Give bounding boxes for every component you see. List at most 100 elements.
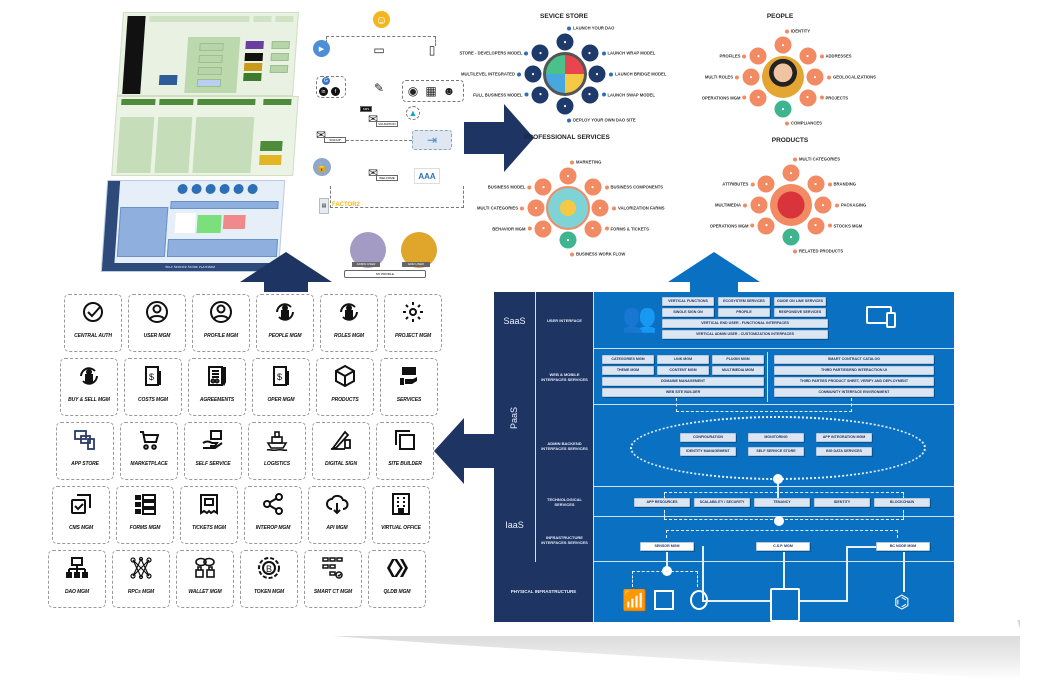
module-tile[interactable]: CMS MGM — [52, 486, 110, 544]
clapper-icon: ● — [750, 196, 768, 214]
infrastructure-row — [494, 517, 954, 562]
module-tile[interactable]: AGREEMENTS — [188, 358, 246, 416]
validation-tag: VALIDATION — [376, 121, 398, 127]
bullet-dot — [785, 29, 789, 33]
fingerprint-icon: ● — [774, 36, 792, 54]
platform-red — [222, 215, 246, 229]
screen-icon: ● — [782, 228, 800, 246]
technological-label: TECHNOLOGICAL SERVICES — [536, 487, 594, 517]
sensor-uplink — [666, 552, 668, 570]
pill: VERTICAL END USER - FUNCTIONAL INTERFACE… — [662, 319, 828, 328]
email-icon: ✉ — [315, 128, 327, 142]
bullet-dot — [612, 206, 616, 210]
list-icon: ● — [527, 199, 545, 217]
bullet-dot — [819, 54, 824, 59]
radial-label: ATTRIBUTES — [722, 182, 755, 187]
form-icon: ● — [584, 220, 601, 238]
module-tile[interactable]: BUY & SELL MGM — [60, 358, 118, 416]
module-tile[interactable]: PROJECT MGM — [384, 294, 442, 352]
module-tile[interactable]: ROLES MGM — [320, 294, 378, 352]
module-tile[interactable]: QLDB MGM — [368, 550, 426, 608]
cloud-download-icon — [309, 487, 365, 521]
users-group-icon: 👥 — [622, 302, 657, 333]
end-user-label: END USER — [402, 262, 430, 267]
bullet-dot — [750, 223, 755, 228]
radial-label: MULTI CATEGORIES — [477, 206, 524, 211]
module-tile[interactable]: RPCs MGM — [112, 550, 170, 608]
module-tile[interactable]: PROFILE MGM — [192, 294, 250, 352]
module-tile[interactable]: $COSTS MGM — [124, 358, 182, 416]
module-tile[interactable]: FORMS MGM — [116, 486, 174, 544]
flow-header — [275, 16, 294, 22]
radial-label: PACKAGING — [835, 203, 866, 208]
flow-column — [192, 117, 255, 173]
pill: IDENTITY MANAGEMENT — [680, 447, 736, 456]
saas-label: SaaS — [494, 292, 536, 349]
module-label: PROFILE MGM — [203, 333, 239, 339]
radial-label-text: GEOLOCALIZATIONS — [833, 74, 876, 80]
fingerprint-icon: ◉ — [407, 84, 419, 98]
qr-code-icon: ▦ — [425, 84, 437, 98]
pill: IDENTITY — [814, 498, 870, 507]
facebook-icon: f — [331, 87, 340, 96]
module-tile[interactable]: SELF SERVICE — [184, 422, 242, 480]
radial-label: PROJECTS — [819, 95, 848, 100]
flow-box — [271, 41, 290, 49]
pill: THIRD PARTIES/END INTERACTION UI — [774, 366, 934, 375]
briefcase-icon: ● — [531, 86, 549, 104]
module-tile[interactable]: SMART CT MGM — [304, 550, 362, 608]
pill: COMMUNITY INTERFACE ENVIRONMENT — [774, 388, 934, 397]
module-label: PRODUCTS — [331, 397, 359, 403]
flow-box-gold — [243, 63, 263, 71]
chip-icon — [654, 590, 674, 610]
module-tile[interactable]: SITE BUILDER — [376, 422, 434, 480]
aaa-icon: AAA — [414, 168, 440, 184]
signature-icon — [313, 423, 369, 457]
svg-text:B: B — [266, 564, 272, 574]
module-tile[interactable]: PRODUCTS — [316, 358, 374, 416]
module-tile[interactable]: APP STORE — [56, 422, 114, 480]
bullet-dot — [520, 206, 524, 210]
user-circle-icon — [193, 295, 249, 329]
module-tile[interactable]: USER MGM — [128, 294, 186, 352]
module-tile[interactable]: INTEROP MGM — [244, 486, 302, 544]
bullet-dot — [750, 182, 755, 187]
infra-junction-dot — [774, 516, 784, 526]
module-tile[interactable]: LOGISTICS — [248, 422, 306, 480]
share-icon — [245, 487, 301, 521]
invoice-icon: $ — [125, 359, 181, 393]
module-tile[interactable]: DAO MGM — [48, 550, 106, 608]
welcome-tag: WELCOME — [376, 175, 398, 181]
box-hub — [770, 184, 812, 226]
pill: APP INTEGRATION MGM — [816, 433, 872, 442]
pie-icon: ● — [807, 217, 824, 235]
radial-label: BUSINESS MODEL — [488, 185, 532, 190]
bullet-dot — [517, 72, 521, 76]
flow-header — [197, 99, 256, 105]
flow-column — [154, 117, 193, 173]
bullet-dot — [743, 203, 747, 207]
user-icon: ☺ — [373, 11, 390, 28]
radial-label-text: MARKETING — [576, 159, 602, 165]
bullet-dot — [524, 51, 529, 56]
module-tile[interactable]: $OPER MGM — [252, 358, 310, 416]
platform-icon — [177, 184, 188, 194]
module-tile[interactable]: SERVICES — [380, 358, 438, 416]
module-tile[interactable]: TICKETS MGM — [180, 486, 238, 544]
module-label: PEOPLE MGM — [268, 333, 302, 339]
module-tile[interactable]: DIGITAL SIGN — [312, 422, 370, 480]
module-tile[interactable]: WALLET MGM — [176, 550, 234, 608]
module-tile[interactable]: API MGM — [308, 486, 366, 544]
blockchain-nodes-icon: ⌬ — [894, 592, 910, 612]
bullet-dot — [827, 75, 831, 79]
module-tile[interactable]: VIRTUAL OFFICE — [372, 486, 430, 544]
behavior-icon: ● — [534, 220, 552, 238]
module-tile[interactable]: CENTRAL AUTH — [64, 294, 122, 352]
radial-label: STOCKS MGM — [827, 223, 862, 228]
module-tile[interactable]: MARKETPLACE — [120, 422, 178, 480]
briefcase-icon: ● — [757, 217, 775, 235]
module-label: APP STORE — [71, 461, 99, 467]
module-tile[interactable]: PEOPLE MGM — [256, 294, 314, 352]
person-avatar-hub — [762, 56, 804, 98]
